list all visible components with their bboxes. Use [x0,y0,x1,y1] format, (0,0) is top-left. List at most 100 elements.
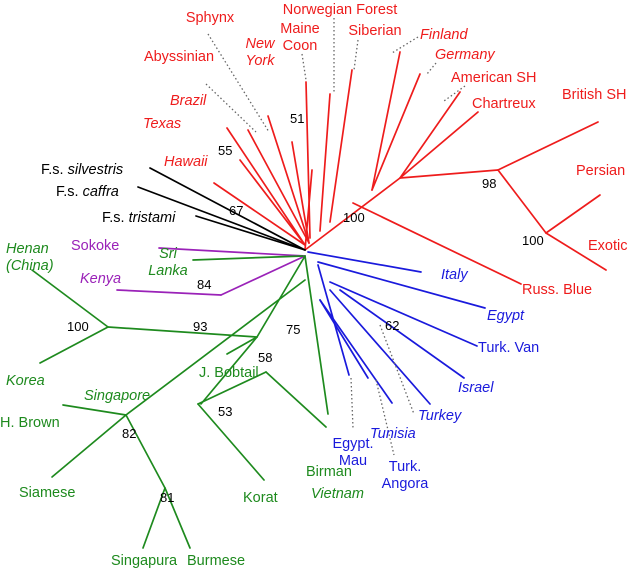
branch-british-sh [497,121,599,171]
branch-brazil [226,127,306,246]
branch-fs-tristami [195,215,306,251]
label-birman: Birman [306,464,352,480]
branch-kenya [116,289,222,296]
label-singapura: Singapura [111,553,178,569]
branch-sphynx [291,141,310,244]
label-israel: Israel [458,380,494,396]
leader-finland [391,36,419,54]
leader-germany [426,62,437,75]
label-sri-lanka-line-1: Sri [159,246,178,262]
label-fs-silvestris: F.s. silvestris [41,162,123,178]
label-korea: Korea [6,373,45,389]
label-finland: Finland [420,27,468,43]
label-brazil: Brazil [170,93,207,109]
branch-exotic [545,232,607,271]
label-germany: Germany [435,47,495,63]
branch-egypt-mau [317,264,350,376]
label-new-york-line-2: York [245,53,275,69]
branch-persian-stem [497,169,547,234]
branch-turk-van [329,281,478,347]
branch-russ-blue [352,202,522,285]
label-maine-coon-line-1: Maine [280,21,320,37]
label-norwegian-forest: Norwegian Forest [283,2,397,18]
leader-turk-angora [375,379,395,456]
branch-sokoke [158,247,306,257]
branch-turkey [329,289,431,405]
bootstrap-51: 51 [290,111,304,126]
label-siamese: Siamese [19,485,75,501]
branch-siamese-group-stem [197,371,267,405]
label-sokoke: Sokoke [71,238,119,254]
branch-chartreux [399,111,479,179]
bootstrap-58: 58 [258,350,272,365]
branch-american-sh [399,91,461,179]
leader-siberian [353,39,359,71]
label-turk-van: Turk. Van [478,340,539,356]
label-vietnam: Vietnam [311,486,364,502]
label-american-sh: American SH [451,70,536,86]
label-exotic: Exotic [588,238,628,254]
bootstrap-100-henan-korea: 100 [67,319,89,334]
label-persian: Persian [576,163,625,179]
label-korat: Korat [243,490,278,506]
branch-singapore [200,336,258,405]
label-henan: Henan(China) [6,241,54,274]
label-sphynx: Sphynx [186,10,235,26]
branch-hawaii [213,182,306,246]
bootstrap-62: 62 [385,318,399,333]
label-j-bobtail: J. Bobtail [199,365,259,381]
branch-henan [31,269,109,328]
branch-h-brown [62,404,127,416]
branch-j-bobtail [226,336,258,355]
label-egypt: Egypt [487,308,525,324]
bootstrap-84: 84 [197,277,211,292]
branch-persian-exotic-clade [399,169,499,179]
branch-egypt [317,261,486,309]
branch-maine-coon [305,81,311,239]
label-henan-line-2: (China) [6,258,54,274]
branch-turk-angora [319,299,369,379]
leader-sphynx [207,33,270,133]
label-turk-angora-line-1: Turk. [389,459,422,475]
bootstrap-81: 81 [160,490,174,505]
branch-new-york [267,115,310,244]
branch-burmese [164,487,191,549]
branch-italy [307,251,422,273]
label-russ-blue: Russ. Blue [522,282,592,298]
label-henan-line-1: Henan [6,241,49,257]
branch-siamese [51,414,127,478]
label-texas: Texas [143,116,181,132]
leader-egypt-mau [350,377,354,429]
bootstrap-67: 67 [229,203,243,218]
branch-birman [265,371,327,428]
branch-singapura-burmese-stem [125,414,166,489]
label-egypt-mau: Egypt.Mau [332,436,373,469]
label-sri-lanka-line-2: Lanka [148,263,188,279]
branch-finland [371,51,401,191]
bootstrap-98: 98 [482,176,496,191]
leader-maine-coon [301,53,307,81]
bootstrap-75: 75 [286,322,300,337]
branch-fs-caffra [137,186,306,251]
branch-western-stem [304,177,401,251]
branch-germany [371,73,421,191]
label-siberian: Siberian [348,23,401,39]
label-tunisia: Tunisia [370,426,416,442]
branch-vietnam [304,255,329,415]
label-egypt-mau-line-2: Mau [339,453,367,469]
label-kenya: Kenya [80,271,121,287]
branch-southeast-asian-stem [125,279,306,416]
label-british-sh: British SH [562,87,626,103]
branch-fs-silvestris [149,167,306,251]
branch-korat [197,403,265,481]
branch-abyssinian [247,129,310,244]
label-italy: Italy [441,267,468,283]
label-h-brown: H. Brown [0,415,60,431]
bootstrap-53: 53 [218,404,232,419]
label-singapore: Singapore [84,388,150,404]
branch-israel [339,289,465,379]
